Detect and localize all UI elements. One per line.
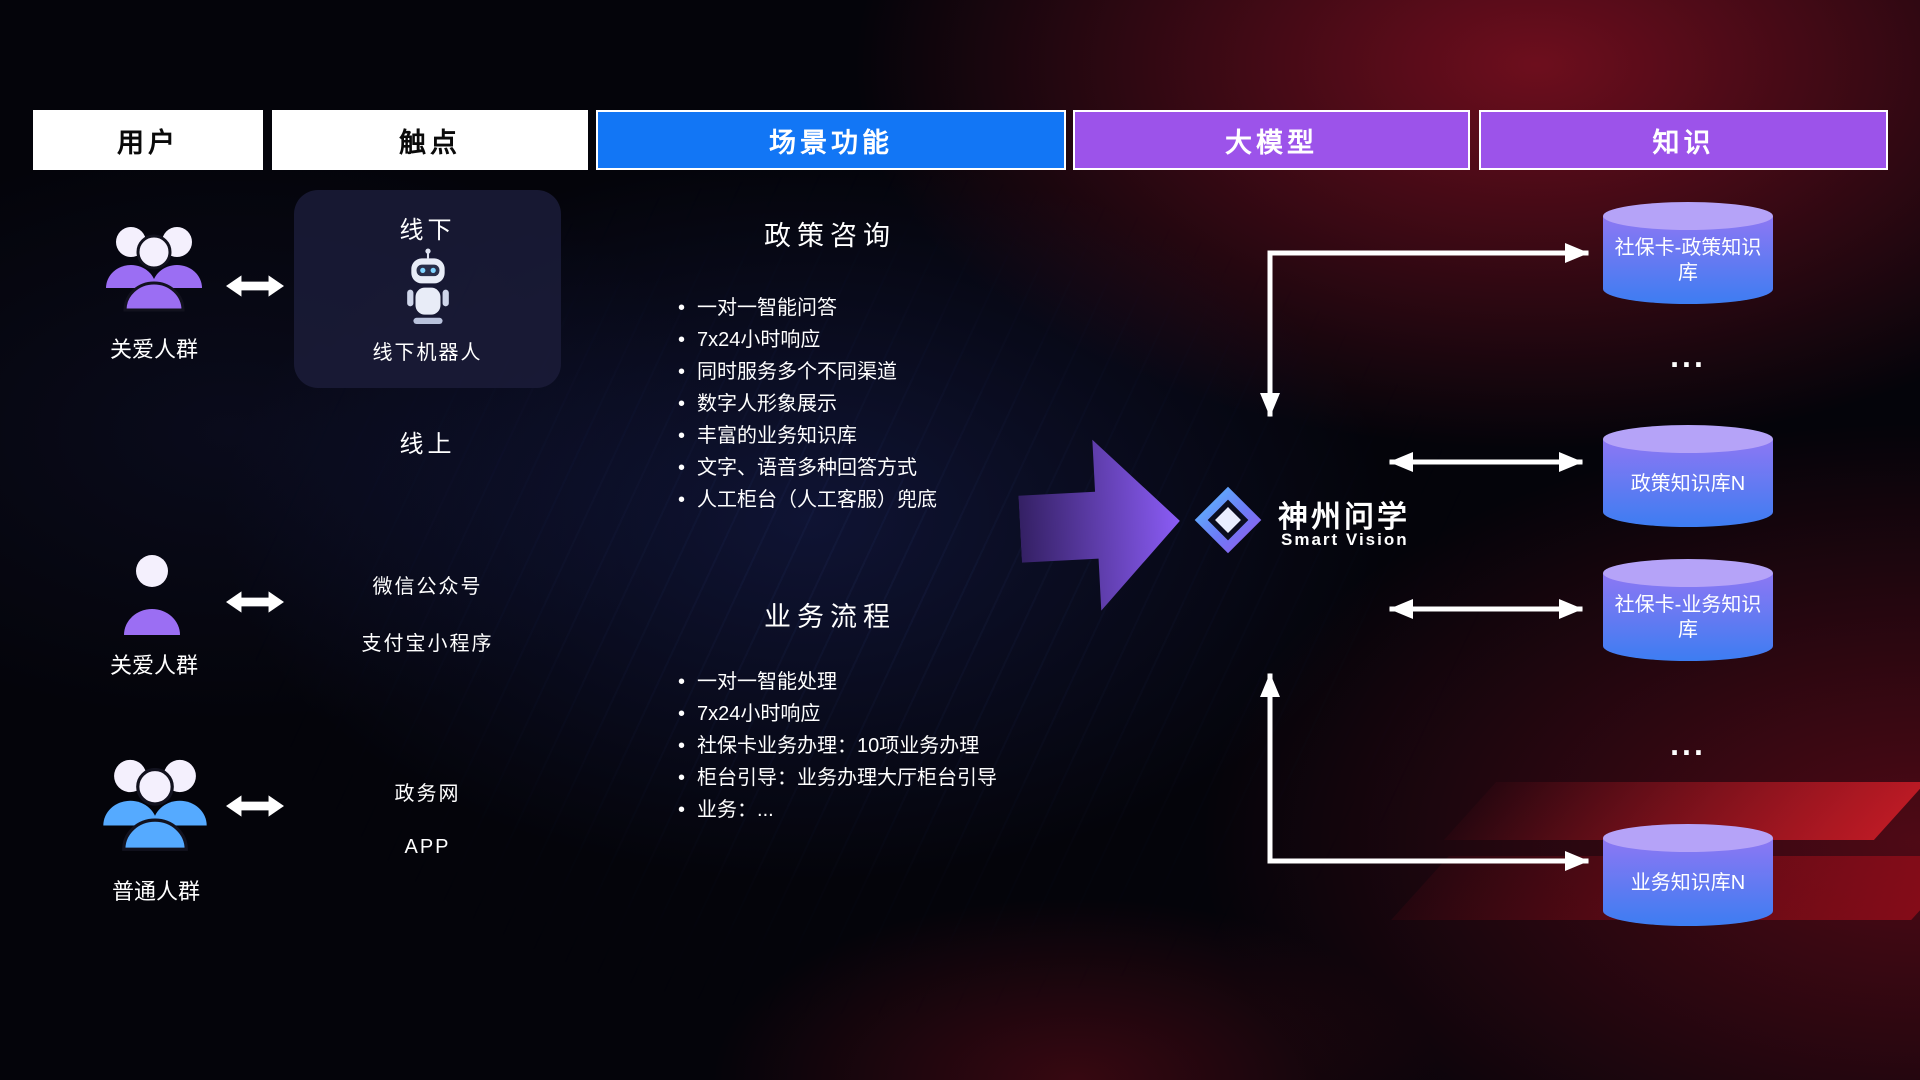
kb-ellipsis: ... xyxy=(1670,726,1706,762)
scenario-business-list: 一对一智能处理 7x24小时响应 社保卡业务办理：10项业务办理 柜台引导：业务… xyxy=(678,666,1098,826)
scenario-bullet: 同时服务多个不同渠道 xyxy=(678,356,1098,388)
touchpoint-app: APP xyxy=(404,836,451,858)
scenario-bullet: 一对一智能问答 xyxy=(678,292,1098,324)
smart-vision-logo-icon xyxy=(1191,483,1265,557)
header-col-scenarios: 场景功能 xyxy=(596,110,1066,170)
user-label: 普通人群 xyxy=(111,879,200,904)
scenario-bullet: 7x24小时响应 xyxy=(678,324,1098,356)
scenario-bullet: 业务：... xyxy=(678,794,1098,826)
offline-title: 线下 xyxy=(399,217,456,244)
user-single-icon xyxy=(121,551,183,639)
kb-label: 政策知识库N xyxy=(1630,472,1746,495)
bidirectional-arrow-icon xyxy=(226,273,284,299)
offline-touchpoint-card: 线下 线下机器人 xyxy=(294,190,561,388)
scenario-policy-list: 一对一智能问答 7x24小时响应 同时服务多个不同渠道 数字人形象展示 丰富的业… xyxy=(678,292,1098,516)
touchpoint-wechat: 微信公众号 xyxy=(372,576,483,598)
touchpoint-alipay: 支付宝小程序 xyxy=(361,633,494,655)
scenario-bullet: 文字、语音多种回答方式 xyxy=(678,452,1098,484)
offline-robot-label: 线下机器人 xyxy=(372,342,483,364)
touchpoint-gov-web: 政务网 xyxy=(394,783,461,805)
robot-icon xyxy=(403,248,453,326)
online-title: 线上 xyxy=(399,431,456,458)
scenario-bullet: 一对一智能处理 xyxy=(678,666,1098,698)
scenario-bullet: 丰富的业务知识库 xyxy=(678,420,1098,452)
header-col-model: 大模型 xyxy=(1073,110,1470,170)
scenario-policy-title: 政策咨询 xyxy=(764,221,896,251)
scenario-bullet: 人工柜台（人工客服）兜底 xyxy=(678,484,1098,516)
header-col-knowledge: 知识 xyxy=(1479,110,1888,170)
kb-label: 业务知识库N xyxy=(1630,871,1746,894)
scenario-bullet: 社保卡业务办理：10项业务办理 xyxy=(678,730,1098,762)
header-col-touchpoints: 触点 xyxy=(272,110,588,170)
model-name: 神州问学 xyxy=(1278,501,1410,534)
kb-label: 社保卡-政策知识库 xyxy=(1614,237,1762,284)
kb-cylinder-policy-n: 政策知识库N xyxy=(1601,423,1775,529)
user-group-icon xyxy=(98,216,210,320)
scenario-bullet: 柜台引导：业务办理大厅柜台引导 xyxy=(678,762,1098,794)
user-label: 关爱人群 xyxy=(109,337,198,362)
model-subtitle: Smart Vision xyxy=(1281,530,1409,549)
scenario-bullet: 7x24小时响应 xyxy=(678,698,1098,730)
bidirectional-arrow-icon xyxy=(226,793,284,819)
bidirectional-arrow-icon xyxy=(226,589,284,615)
kb-cylinder-social-business: 社保卡-业务知识库 xyxy=(1601,557,1775,663)
user-group-icon xyxy=(92,748,218,860)
kb-cylinder-social-policy: 社保卡-政策知识库 xyxy=(1601,200,1775,306)
kb-cylinder-business-n: 业务知识库N xyxy=(1601,822,1775,928)
user-label: 关爱人群 xyxy=(109,653,198,678)
kb-label: 社保卡-业务知识库 xyxy=(1614,594,1762,641)
kb-ellipsis: ... xyxy=(1670,338,1706,374)
scenario-bullet: 数字人形象展示 xyxy=(678,388,1098,420)
header-col-users: 用户 xyxy=(33,110,263,170)
scenario-business-title: 业务流程 xyxy=(764,602,896,632)
